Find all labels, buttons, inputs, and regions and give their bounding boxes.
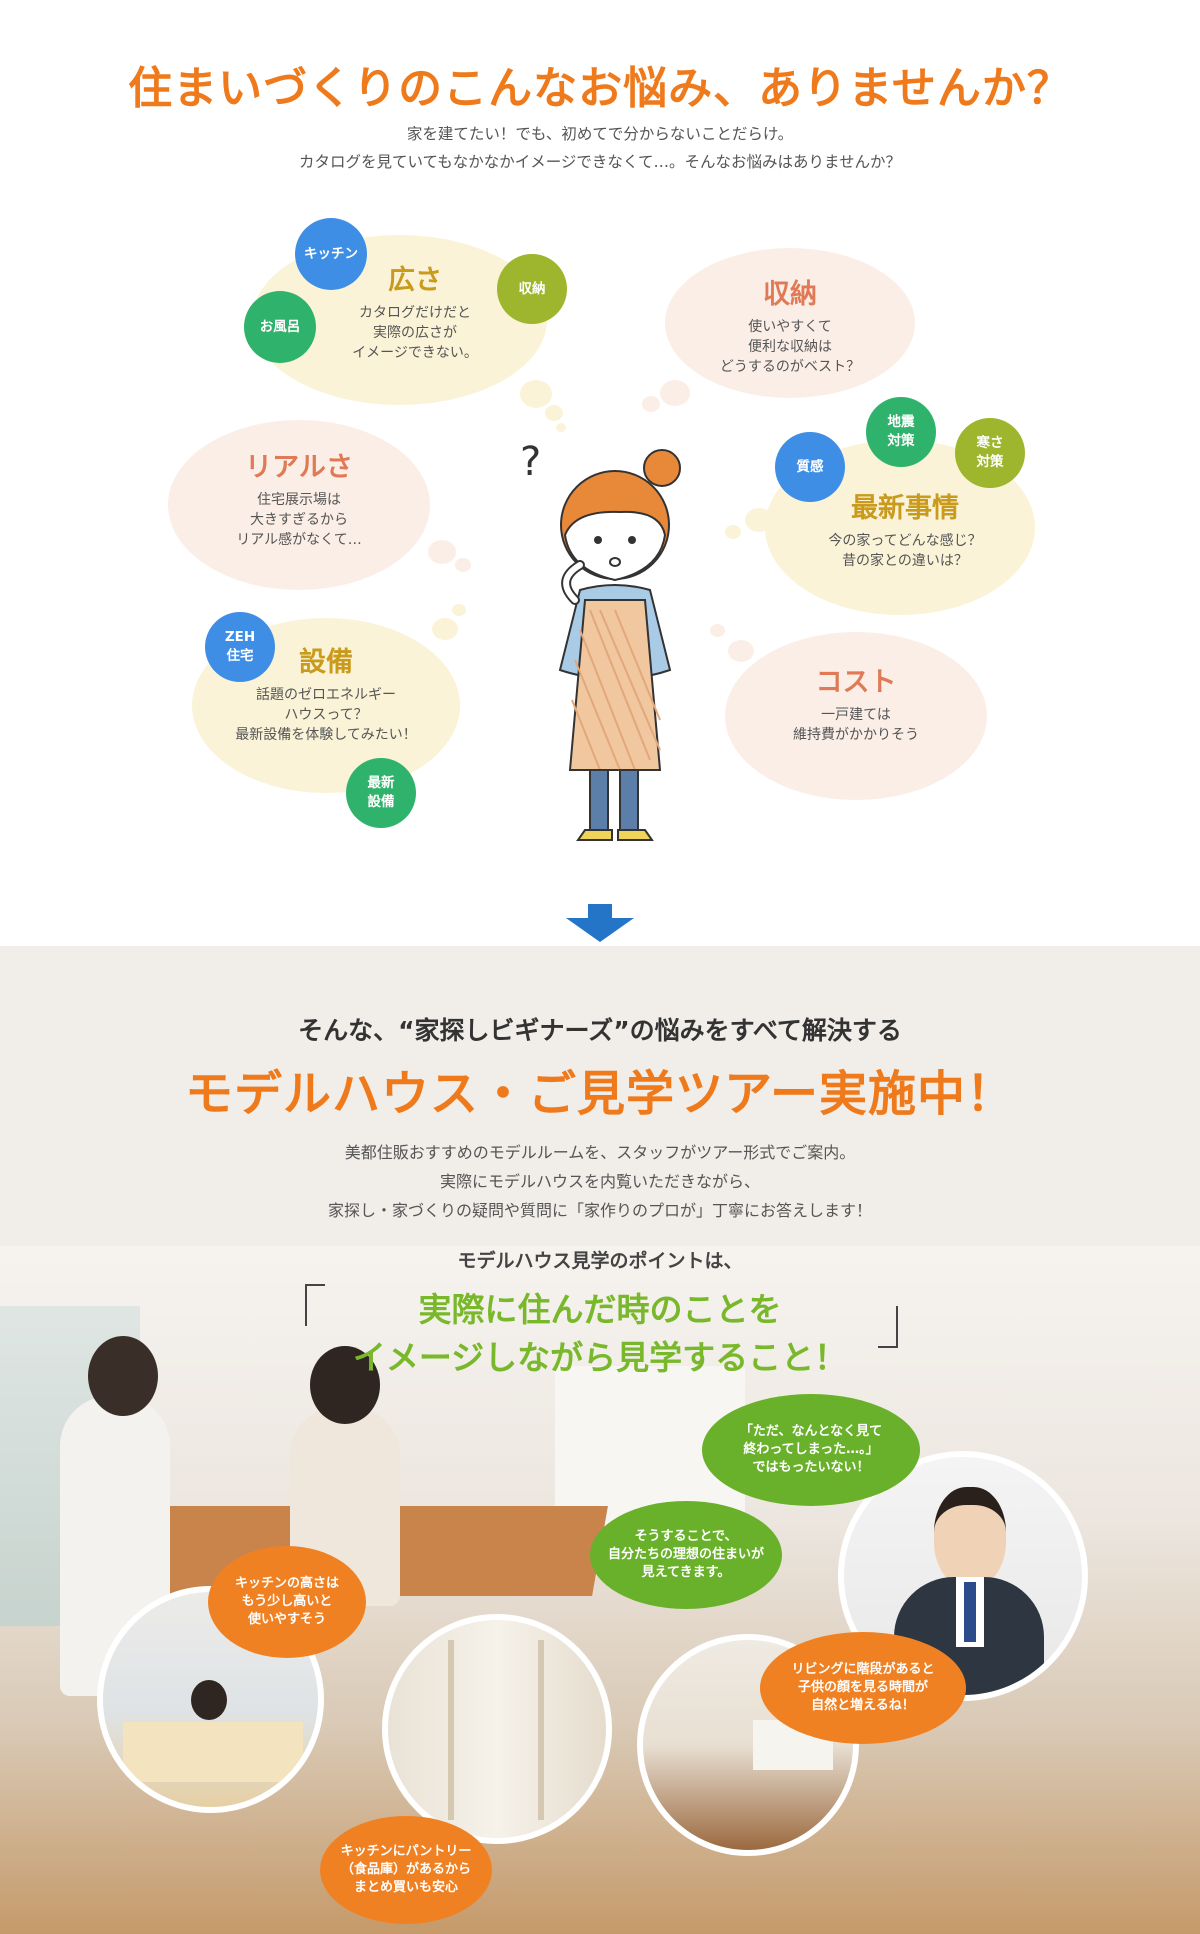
- thinking-woman-illustration: ?: [520, 440, 681, 841]
- kitchen-counter: [123, 1722, 303, 1782]
- close-bracket: [878, 1306, 898, 1348]
- cloud-puff: [745, 508, 773, 532]
- tag-kitchen: キッチン: [295, 218, 367, 290]
- worry-latest-title: 最新事情: [851, 493, 959, 524]
- point-lead: モデルハウス見学のポイントは、: [457, 1250, 743, 1272]
- worry-latest-line-2: 昔の家との違いは？: [842, 553, 968, 569]
- cloud-puff: [725, 525, 741, 539]
- cloud-puff: [455, 558, 471, 572]
- cloud-puff: [428, 540, 456, 564]
- tour-title: モデルハウス・ご見学ツアー実施中！: [184, 1066, 1016, 1122]
- worry-cloud-storage: [665, 248, 915, 398]
- kitchen-person: [191, 1680, 227, 1720]
- worry-cost-line-1: 一戸建ては: [821, 707, 891, 723]
- open-bracket: [305, 1284, 325, 1326]
- arrow-down-icon: [566, 904, 634, 942]
- tag-bath: お風呂: [244, 291, 316, 363]
- worry-cloud-reality: [168, 420, 430, 590]
- cloud-puff: [520, 380, 552, 408]
- worry-reality-text: リアルさ 住宅展示場は 大きすぎるから リアル感がなくて…: [168, 445, 430, 550]
- point-text: 実際に住んだ時のことを イメージしながら見学すること！: [0, 1286, 1200, 1382]
- shelf-post: [538, 1640, 544, 1820]
- worry-storage-line-2: 便利な収納は: [748, 339, 832, 355]
- cloud-puff: [452, 604, 466, 616]
- tour-desc-line-3: 家探し・家づくりの疑問や質問に「家作りのプロが」丁寧にお答えします！: [327, 1201, 872, 1220]
- worry-latest-line-1: 今の家ってどんな感じ？: [828, 533, 982, 549]
- woman-head-photo: [310, 1346, 380, 1424]
- worry-cost-title: コスト: [815, 667, 897, 698]
- worry-latest-text: 最新事情 今の家ってどんな感じ？ 昔の家との違いは？: [770, 486, 1040, 571]
- worry-cost-text: コスト 一戸建ては 維持費がかかりそう: [725, 660, 987, 745]
- worry-equipment-text: 設備 話題のゼロエネルギー ハウスって？ 最新設備を体験してみたい！: [192, 640, 460, 745]
- cloud-puff: [432, 618, 458, 640]
- cloud-puff: [556, 423, 566, 432]
- worry-equipment-line-2: ハウスって？: [284, 707, 368, 723]
- lead-line-1: 家を建てたい！でも、初めてで分からないことだらけ。: [406, 125, 794, 143]
- worry-space-title: 広さ: [388, 265, 442, 296]
- point-line-1: 実際に住んだ時のことを: [418, 1290, 782, 1329]
- tag-cold: 寒さ 対策: [955, 418, 1025, 488]
- worry-space-line-2: 実際の広さが: [373, 325, 457, 341]
- staff-tie: [964, 1582, 976, 1642]
- lead-line-2: カタログを見ていてもなかなかイメージできなくて…。そんなお悩みはありませんか？: [298, 153, 902, 171]
- tag-storage: 収納: [497, 254, 567, 324]
- worry-space-line-3: イメージできない。: [352, 345, 478, 361]
- worry-cost-line-2: 維持費がかかりそう: [793, 727, 919, 743]
- tag-texture: 質感: [775, 432, 845, 502]
- worry-space-line-1: カタログだけだと: [359, 305, 471, 321]
- man-head-photo: [88, 1336, 158, 1416]
- worry-reality-title: リアルさ: [245, 452, 353, 483]
- cloud-puff: [545, 405, 563, 421]
- cloud-puff: [660, 380, 690, 406]
- tour-section: そんな、“家探しビギナーズ”の悩みをすべて解決する モデルハウス・ご見学ツアー実…: [0, 946, 1200, 1934]
- bubble-kitchen-height: キッチンの高さは もう少し高いと 使いやすそう: [208, 1546, 366, 1658]
- worry-equipment-line-1: 話題のゼロエネルギー: [256, 687, 396, 703]
- cloud-puff: [642, 396, 660, 412]
- tour-desc-line-2: 実際にモデルハウスを内覧いただきながら、: [439, 1172, 760, 1191]
- staff-face: [934, 1487, 1006, 1587]
- worry-cloud-cost: [725, 632, 987, 800]
- bubble-living-stairs: リビングに階段があると 子供の顔を見る時間が 自然と増えるね！: [760, 1632, 966, 1744]
- page-title: 住まいづくりのこんなお悩み、ありませんか？: [128, 63, 1072, 114]
- tour-description: 美都住販おすすめのモデルルームを、スタッフがツアー形式でご案内。 実際にモデルハ…: [0, 1138, 1200, 1225]
- worry-reality-line-3: リアル感がなくて…: [236, 532, 362, 548]
- cloud-puff: [710, 624, 725, 637]
- worry-storage-line-1: 使いやすくて: [748, 319, 832, 335]
- tag-earthquake: 地震 対策: [866, 397, 936, 467]
- worry-equipment-line-3: 最新設備を体験してみたい！: [235, 727, 417, 743]
- tour-desc-line-1: 美都住販おすすめのモデルルームを、スタッフがツアー形式でご案内。: [344, 1143, 856, 1162]
- point-line-2: イメージしながら見学すること！: [352, 1338, 848, 1377]
- bubble-ideal-home: そうすることで、 自分たちの理想の住まいが 見えてきます。: [590, 1501, 782, 1609]
- pantry-photo: [382, 1614, 612, 1844]
- worry-storage-text: 収納 使いやすくて 便利な収納は どうするのがベスト？: [665, 272, 915, 377]
- worry-reality-line-1: 住宅展示場は: [257, 492, 341, 508]
- worry-space-text: 広さ カタログだけだと 実際の広さが イメージできない。: [300, 258, 530, 363]
- shelf-post: [448, 1640, 454, 1820]
- tag-latest-equipment: 最新 設備: [346, 758, 416, 828]
- bubble-staff: 「ただ、なんとなく見て 終わってしまった…。」 ではもったいない！: [702, 1394, 920, 1506]
- cloud-puff: [728, 640, 754, 662]
- worry-equipment-title: 設備: [299, 647, 353, 678]
- tour-subtitle: そんな、“家探しビギナーズ”の悩みをすべて解決する: [298, 1016, 902, 1045]
- question-mark-icon: ?: [520, 440, 541, 485]
- bubble-pantry: キッチンにパントリー （食品庫）があるから まとめ買いも安心: [320, 1816, 492, 1924]
- worry-storage-line-3: どうするのがベスト？: [719, 359, 861, 375]
- worry-storage-title: 収納: [763, 279, 817, 310]
- tag-zeh: ZEH 住宅: [205, 612, 275, 682]
- worry-reality-line-2: 大きすぎるから: [250, 512, 348, 528]
